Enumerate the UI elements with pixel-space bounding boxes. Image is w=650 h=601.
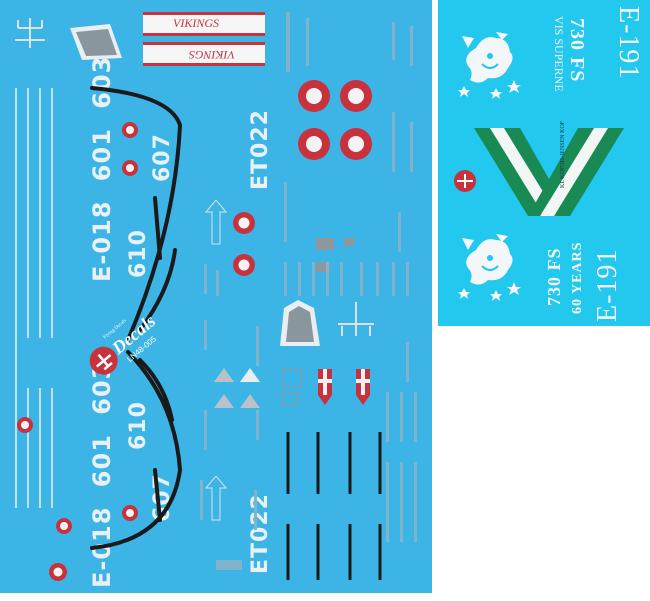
roundels-bottom-left (49, 518, 72, 581)
small-roundels-top (122, 122, 138, 176)
unit-motto: VIS SUPERNE (552, 16, 566, 92)
canopy-frame-lower (280, 300, 374, 346)
logo-airplane-icon (89, 346, 118, 375)
unit-name-bottom: 730 FS (544, 247, 564, 306)
grey-panel (316, 238, 334, 250)
lion-emblem-top-icon (458, 32, 521, 99)
stencil-box (282, 368, 302, 388)
stencil-box (282, 392, 298, 406)
artist-credit: KL KOFOD-JENSEN KOF (560, 120, 566, 188)
stencil-arrow (204, 200, 228, 245)
stencil-blocks-mid (200, 264, 259, 570)
walkway-lines (15, 88, 53, 508)
roundel-607-bottom (122, 505, 138, 521)
grey-panel (316, 262, 330, 272)
brand-logo: Flying Decals Decals LN48-005 (61, 280, 182, 402)
serial-e191-top: E-191 (613, 6, 644, 80)
anniversary-text: 60 YEARS (570, 241, 585, 314)
stencil-blocks (284, 12, 417, 542)
black-cheat-lines (90, 86, 382, 580)
warning-triangles (214, 368, 260, 408)
lion-emblem-bottom-icon (458, 234, 521, 301)
unit-logo-airplane-icon (454, 170, 476, 192)
grey-panel (344, 238, 354, 246)
unit-name-top: 730 FS (566, 18, 588, 83)
large-roundels (298, 80, 372, 160)
medium-roundels (233, 212, 255, 276)
serial-e191-bottom: E-191 (592, 248, 623, 322)
vikings-banner-text: VIKINGS (173, 16, 219, 30)
main-decal-sheet: VIKINGS VIKINGS E-018 601 603 E-018 601 … (0, 0, 432, 593)
stencil-arrow (204, 476, 228, 521)
green-white-chevrons (474, 128, 624, 216)
roundel-left-mid (17, 417, 33, 433)
unit-decal-sheet: E-191 730 FS VIS SUPERNE KL KOFOD-JENSEN… (438, 0, 650, 326)
danish-pennants (318, 369, 370, 405)
vikings-banner-top: VIKINGS (143, 12, 265, 36)
canopy-frame-shapes (15, 18, 122, 60)
